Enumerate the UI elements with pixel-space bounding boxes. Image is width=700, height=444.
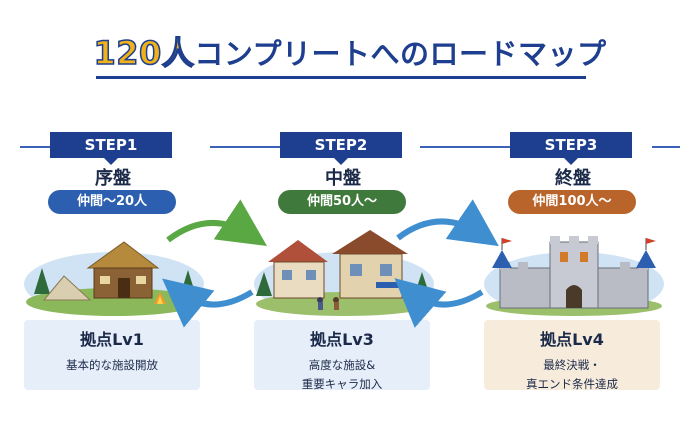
page-title: 120人コンプリートへのロードマップ bbox=[88, 28, 613, 80]
title-underline bbox=[96, 76, 586, 79]
phase-pill: 仲間50人〜 bbox=[278, 190, 406, 214]
phase-pill: 仲間100人〜 bbox=[508, 190, 636, 214]
base-level: 拠点Lv4 bbox=[540, 330, 604, 349]
phase-pill: 仲間〜20人 bbox=[48, 190, 176, 214]
desc-line-2: 真エンド条件達成 bbox=[526, 377, 618, 391]
header: 120人コンプリートへのロードマップ bbox=[0, 28, 700, 80]
base-description: 基本的な施設開放 bbox=[24, 356, 200, 375]
divider-mid-1 bbox=[210, 146, 280, 148]
info-box: 拠点Lv3 高度な施設& 重要キャラ加入 bbox=[254, 320, 430, 391]
divider-right bbox=[652, 146, 680, 148]
phase-title: 序盤 bbox=[95, 168, 131, 189]
step-tag: STEP2 bbox=[280, 132, 402, 165]
step-tag: STEP1 bbox=[50, 132, 172, 165]
desc-line-1: 高度な施設& bbox=[308, 358, 376, 372]
divider-mid-2 bbox=[420, 146, 530, 148]
castle-scene-icon bbox=[484, 236, 664, 316]
desc-line-1: 基本的な施設開放 bbox=[66, 358, 158, 372]
step-3-card: STEP3 終盤 仲間100人〜 拠点Lv4 最終決戦・ 真エンド条件達成 bbox=[468, 132, 678, 432]
title-text: コンプリートへのロードマップ bbox=[194, 37, 607, 71]
base-level: 拠点Lv3 bbox=[310, 330, 374, 349]
info-box: 拠点Lv1 基本的な施設開放 bbox=[24, 320, 200, 390]
phase-title: 中盤 bbox=[325, 168, 361, 189]
step-1-card: STEP1 序盤 仲間〜20人 拠点Lv1 基本的な施設開放 bbox=[8, 132, 218, 432]
step-2-card: STEP2 中盤 仲間50人〜 拠点Lv3 高度な施設& 重要キャラ加入 bbox=[238, 132, 448, 432]
base-description: 高度な施設& 重要キャラ加入 bbox=[254, 356, 430, 394]
camp-scene-icon bbox=[24, 241, 204, 316]
title-number: 120人 bbox=[93, 33, 195, 73]
base-level: 拠点Lv1 bbox=[80, 330, 144, 349]
desc-line-2: 重要キャラ加入 bbox=[301, 377, 383, 391]
step-tag: STEP3 bbox=[510, 132, 632, 165]
phase-title: 終盤 bbox=[555, 168, 591, 189]
base-description: 最終決戦・ 真エンド条件達成 bbox=[484, 356, 660, 394]
desc-line-1: 最終決戦・ bbox=[543, 358, 601, 372]
info-box: 拠点Lv4 最終決戦・ 真エンド条件達成 bbox=[484, 320, 660, 391]
village-scene-icon bbox=[254, 230, 434, 316]
